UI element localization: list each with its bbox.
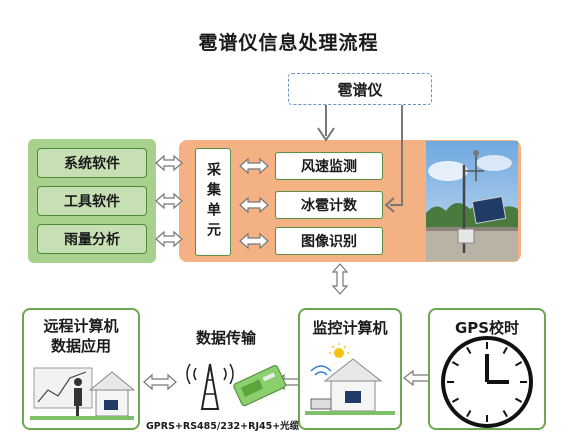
remote-computer-title-2: 数据应用 — [50, 337, 111, 355]
remote-computer-title-1: 远程计算机 — [43, 317, 119, 335]
monitor-station-icon — [305, 343, 395, 415]
radar-device-box: 雹谱仪 — [288, 73, 432, 105]
transmission-tower-icon — [186, 363, 287, 410]
remote-workstation-icon — [30, 367, 136, 420]
software-item-system: 系统软件 — [37, 148, 147, 178]
software-item-tools: 工具软件 — [37, 186, 147, 216]
data-transfer-title: 数据传输 — [195, 329, 256, 347]
collector-unit-box: 采集单元 — [195, 148, 231, 256]
sensor-hail-box: 冰雹计数 — [275, 191, 383, 219]
station-photo — [426, 141, 518, 261]
diagram-title: 雹谱仪信息处理流程 — [198, 32, 379, 54]
clock-icon — [441, 336, 533, 428]
modem-icon — [233, 365, 287, 407]
sensor-image-box: 图像识别 — [275, 227, 383, 255]
monitor-computer-title: 监控计算机 — [312, 319, 388, 337]
data-transfer-caption: GPRS+RS485/232+RJ45+光缆 — [146, 421, 300, 432]
sensor-wind-box: 风速监测 — [275, 152, 383, 180]
software-item-rain: 雨量分析 — [37, 224, 147, 254]
radar-device-label: 雹谱仪 — [337, 80, 383, 99]
gps-title: GPS校时 — [454, 319, 520, 337]
